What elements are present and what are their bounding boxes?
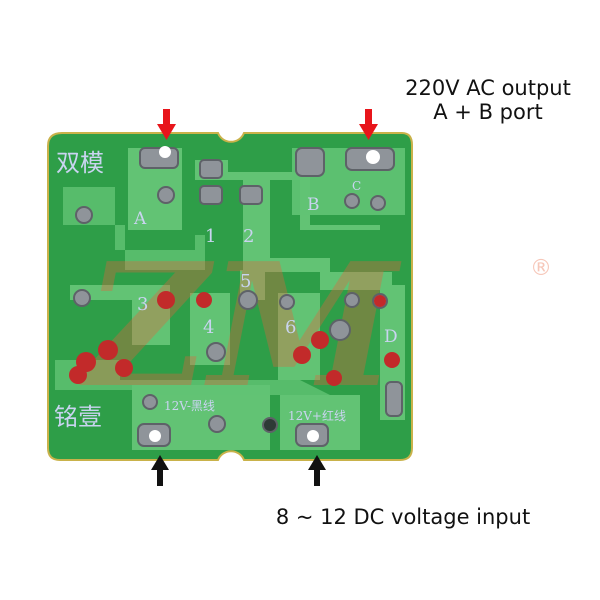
input-caption: 8 ~ 12 DC voltage input bbox=[275, 505, 531, 529]
silk-top-left: 双模 bbox=[56, 149, 104, 177]
output-caption-line2: A + B port bbox=[433, 100, 543, 124]
silk-positive: 12V+红线 bbox=[288, 408, 346, 423]
red-down-arrow-icon bbox=[359, 109, 378, 140]
output-caption-line1: 220V AC output bbox=[405, 76, 571, 100]
pad-label-1: 1 bbox=[205, 226, 216, 247]
output-caption: 220V AC output A + B port bbox=[388, 76, 588, 124]
pad-label-a: A bbox=[133, 209, 147, 229]
pad-label-6: 6 bbox=[285, 317, 296, 338]
pad-label-2: 2 bbox=[243, 226, 254, 247]
pad-label-3: 3 bbox=[137, 294, 148, 315]
silk-bottom-left: 铭壹 bbox=[54, 403, 102, 431]
pad-label-5: 5 bbox=[240, 271, 251, 292]
svg-text:®: ® bbox=[530, 256, 552, 281]
red-down-arrow-icon bbox=[157, 109, 176, 140]
pad-label-c: C bbox=[352, 179, 361, 193]
pad-label-b: B bbox=[307, 195, 320, 215]
black-up-arrow-icon bbox=[151, 455, 169, 486]
pad-label-4: 4 bbox=[203, 317, 214, 338]
svg-text:ZM: ZM bbox=[79, 226, 402, 426]
pad-label-d: D bbox=[384, 327, 398, 347]
silk-negative: 12V-黑线 bbox=[164, 399, 215, 413]
mounting-holes bbox=[149, 146, 380, 442]
red-solder-pads bbox=[69, 291, 400, 386]
black-up-arrow-icon bbox=[308, 455, 326, 486]
